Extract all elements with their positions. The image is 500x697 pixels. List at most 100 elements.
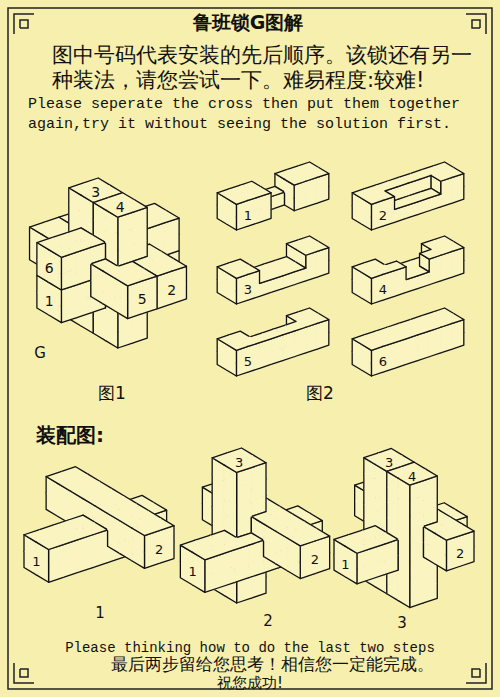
block-edge <box>212 490 213 506</box>
block-face <box>227 269 248 279</box>
closing-note: 最后两步留给您思考！相信您一定能完成。 <box>111 654 434 674</box>
block-edge <box>371 544 385 549</box>
face-fill <box>362 195 383 205</box>
block-edge <box>306 277 318 281</box>
block-edge <box>317 242 329 252</box>
block-edge <box>229 185 241 189</box>
block-edge <box>441 277 453 281</box>
block-edge <box>386 502 387 517</box>
closing-note: 祝您成功! <box>217 674 283 692</box>
block-edge <box>251 455 266 467</box>
block-edge <box>435 556 446 571</box>
block-edge <box>260 364 272 368</box>
block-edge <box>63 572 78 577</box>
face-fill <box>362 269 383 279</box>
block-edge <box>363 488 364 503</box>
block-edge <box>125 496 137 503</box>
border-line <box>8 8 492 689</box>
block-edge <box>172 259 187 271</box>
block-edge <box>49 306 61 322</box>
block-edge <box>227 345 248 351</box>
block-edge <box>410 592 424 607</box>
block-edge <box>263 260 275 264</box>
callout-number: 3 <box>91 184 100 201</box>
block-edge <box>383 271 395 275</box>
block-edge <box>276 564 288 571</box>
block-edge <box>108 513 120 520</box>
block-edge <box>271 276 283 280</box>
block-edge <box>142 269 157 281</box>
block-face <box>345 542 370 553</box>
instruction-text: Please seperate the cross then put them … <box>28 95 480 135</box>
block-edge <box>298 236 319 242</box>
block-edge <box>294 262 306 272</box>
block-edge <box>117 234 118 250</box>
block-edge <box>120 521 132 528</box>
block-face <box>227 195 248 205</box>
block-edge <box>91 235 106 247</box>
block-face <box>362 195 383 205</box>
block-edge <box>315 529 330 541</box>
block-edge <box>306 203 318 207</box>
sheet-border <box>8 8 492 689</box>
block-edge <box>371 575 385 580</box>
block-edge <box>149 511 161 518</box>
block-edge <box>132 528 159 535</box>
block-edge <box>52 233 67 238</box>
face-fill <box>420 249 441 259</box>
lock-figures <box>24 162 474 608</box>
block-edge <box>409 500 410 515</box>
block-edge <box>424 469 438 480</box>
block-edge <box>220 583 235 588</box>
block-edge <box>49 274 61 290</box>
block-edge <box>248 265 260 275</box>
face-fill <box>227 341 248 351</box>
block-edge <box>378 448 403 455</box>
block-edge <box>251 512 266 524</box>
block-edge <box>348 530 362 535</box>
face-fill <box>36 537 63 549</box>
face-fill <box>431 172 452 182</box>
block-edge <box>283 272 295 276</box>
block-edge <box>352 189 364 199</box>
face-fill <box>193 548 220 560</box>
block-edge <box>384 533 398 544</box>
block-edge <box>409 531 410 546</box>
block-edge <box>68 515 95 522</box>
block-edge <box>236 505 237 521</box>
figure-caption: 图2 <box>306 383 334 403</box>
block-edge <box>212 453 227 465</box>
block-edge <box>395 364 407 368</box>
block-edge <box>452 168 464 178</box>
block-edge <box>68 204 69 220</box>
block-edge <box>281 507 293 514</box>
block-edge <box>220 550 235 555</box>
block-edge <box>195 535 210 540</box>
block-edge <box>117 234 118 250</box>
block-edge <box>49 566 64 582</box>
callout-number: 5 <box>138 291 147 308</box>
corner-ornament <box>466 8 492 34</box>
block-edge <box>437 568 438 583</box>
block-edge <box>383 343 395 347</box>
block-edge <box>317 168 329 178</box>
sheet-title: 鲁班锁G图解 <box>193 11 304 34</box>
block-edge <box>234 578 249 583</box>
block-edge <box>120 554 132 561</box>
callout-number: 4 <box>408 469 416 485</box>
callout-number: 1 <box>188 564 196 580</box>
block-edge <box>410 316 422 320</box>
callout-number: 1 <box>32 554 40 570</box>
block-edge <box>115 302 127 318</box>
face-fill <box>132 523 159 535</box>
assembled-lock <box>30 178 187 348</box>
block-edge <box>286 240 298 250</box>
block-face <box>36 537 63 549</box>
block-edge <box>44 217 71 224</box>
block-edge <box>395 292 407 296</box>
block-edge <box>294 198 306 211</box>
block-edge <box>227 273 248 279</box>
block-edge <box>298 162 319 168</box>
block-edge <box>37 238 52 250</box>
